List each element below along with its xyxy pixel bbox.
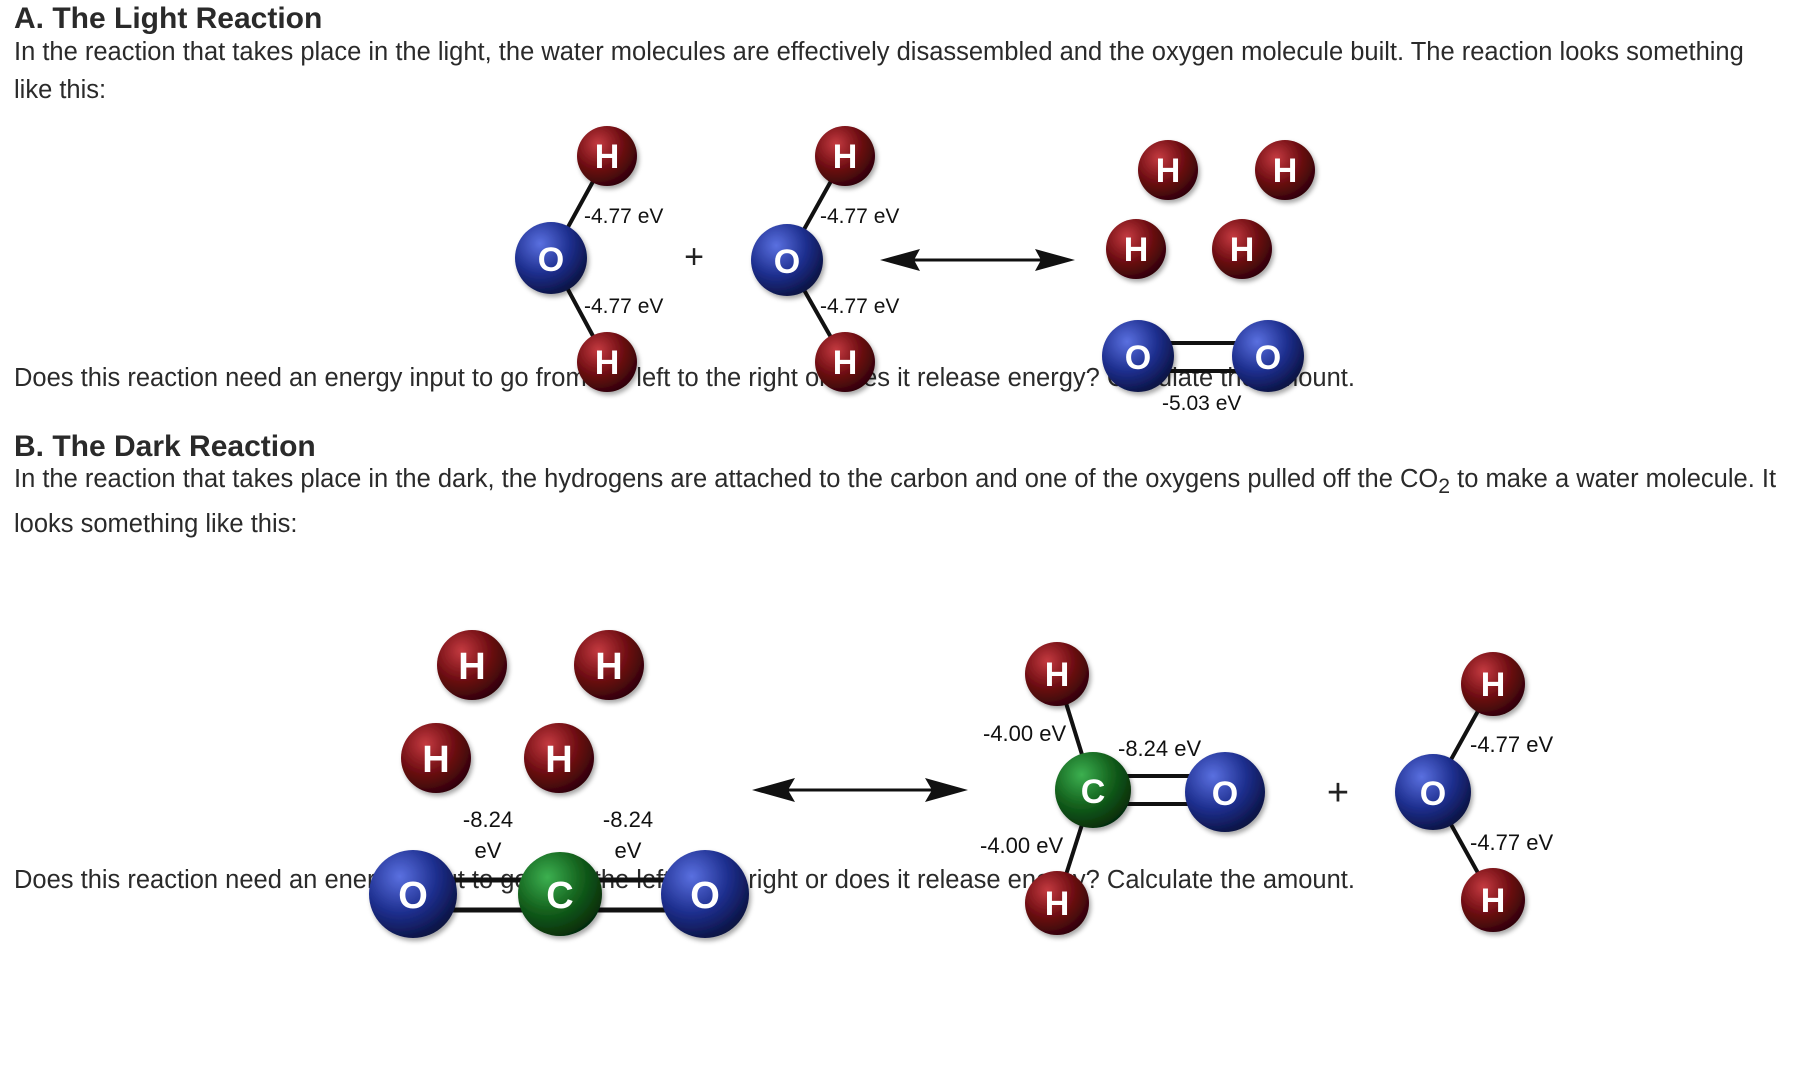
atom-h: H: [437, 630, 507, 700]
svg-text:H: H: [595, 344, 620, 382]
atom-h: H: [1461, 868, 1525, 932]
atom-h: H: [401, 723, 471, 793]
atom-h: H: [1025, 871, 1089, 935]
svg-text:H: H: [1481, 666, 1506, 704]
section-b-paragraph: In the reaction that takes place in the …: [14, 460, 1784, 543]
svg-text:O: O: [690, 875, 720, 917]
svg-text:C: C: [1081, 773, 1106, 811]
energy-label-oh-b-top: -4.77 eV: [1470, 732, 1553, 757]
section-b-paragraph-post: to make a water molecule. It looks somet…: [14, 465, 1777, 539]
atom-o: O: [751, 224, 823, 296]
atom-o: O: [1185, 752, 1265, 832]
energy-label-ch-top: -4.00 eV: [983, 721, 1066, 746]
atom-h: H: [1025, 642, 1089, 706]
atom-h: H: [815, 126, 875, 186]
energy-label-co2-right-value: -8.24: [603, 807, 653, 832]
atom-o: O: [515, 222, 587, 294]
svg-text:H: H: [1273, 152, 1298, 190]
svg-text:O: O: [1212, 775, 1238, 813]
section-a-paragraph: In the reaction that takes place in the …: [14, 38, 1744, 104]
svg-text:H: H: [833, 138, 858, 176]
svg-text:O: O: [538, 241, 564, 279]
plus-sign-a: +: [684, 238, 704, 276]
energy-label-ch-bottom: -4.00 eV: [980, 833, 1063, 858]
svg-text:H: H: [1124, 231, 1149, 269]
svg-text:C: C: [546, 875, 573, 917]
atom-o: O: [1232, 320, 1304, 392]
energy-label-a1-bottom: -4.77 eV: [584, 295, 663, 318]
reaction-arrow-b: [752, 778, 968, 802]
atom-h: H: [524, 723, 594, 793]
atom-h: H: [1212, 219, 1272, 279]
atom-o: O: [661, 850, 749, 938]
atom-c: C: [1055, 752, 1131, 828]
svg-text:H: H: [1045, 656, 1070, 694]
svg-text:H: H: [1481, 882, 1506, 920]
atom-h: H: [577, 332, 637, 392]
atom-h: H: [1461, 652, 1525, 716]
svg-text:O: O: [774, 243, 800, 281]
svg-text:H: H: [833, 344, 858, 382]
energy-label-a2-top: -4.77 eV: [820, 205, 899, 228]
atom-h: H: [1106, 219, 1166, 279]
svg-text:O: O: [1420, 775, 1446, 813]
energy-label-oo: -5.03 eV: [1162, 392, 1241, 415]
energy-label-a2-bottom: -4.77 eV: [820, 295, 899, 318]
energy-label-co2-left-value: -8.24: [463, 807, 513, 832]
atom-h: H: [815, 332, 875, 392]
co2-subscript: 2: [1438, 474, 1451, 499]
section-b-heading: B. The Dark Reaction: [14, 430, 316, 463]
svg-text:O: O: [1255, 339, 1281, 377]
svg-text:O: O: [398, 875, 428, 917]
energy-label-co2-left-unit: eV: [475, 838, 502, 863]
section-b-paragraph-pre: In the reaction that takes place in the …: [14, 465, 1439, 493]
svg-text:O: O: [1125, 339, 1151, 377]
section-a-heading: A. The Light Reaction: [14, 2, 323, 35]
atom-h: H: [574, 630, 644, 700]
plus-sign-b: +: [1327, 772, 1349, 814]
energy-label-co2-right-unit: eV: [615, 838, 642, 863]
reaction-arrow-a: [880, 249, 1075, 271]
svg-text:H: H: [1156, 152, 1181, 190]
atom-o: O: [1102, 320, 1174, 392]
svg-text:H: H: [458, 646, 485, 688]
atom-o: O: [1395, 754, 1471, 830]
atom-o: O: [369, 850, 457, 938]
atom-h: H: [577, 126, 637, 186]
atom-h: H: [1138, 140, 1198, 200]
svg-text:H: H: [595, 646, 622, 688]
atom-h: H: [1255, 140, 1315, 200]
svg-text:H: H: [1230, 231, 1255, 269]
energy-label-co-double: -8.24 eV: [1118, 736, 1201, 761]
atom-c: C: [518, 852, 602, 936]
energy-label-a1-top: -4.77 eV: [584, 205, 663, 228]
svg-text:H: H: [1045, 885, 1070, 923]
svg-text:H: H: [595, 138, 620, 176]
svg-text:H: H: [545, 739, 572, 781]
energy-label-oh-b-bottom: -4.77 eV: [1470, 830, 1553, 855]
svg-text:H: H: [422, 739, 449, 781]
